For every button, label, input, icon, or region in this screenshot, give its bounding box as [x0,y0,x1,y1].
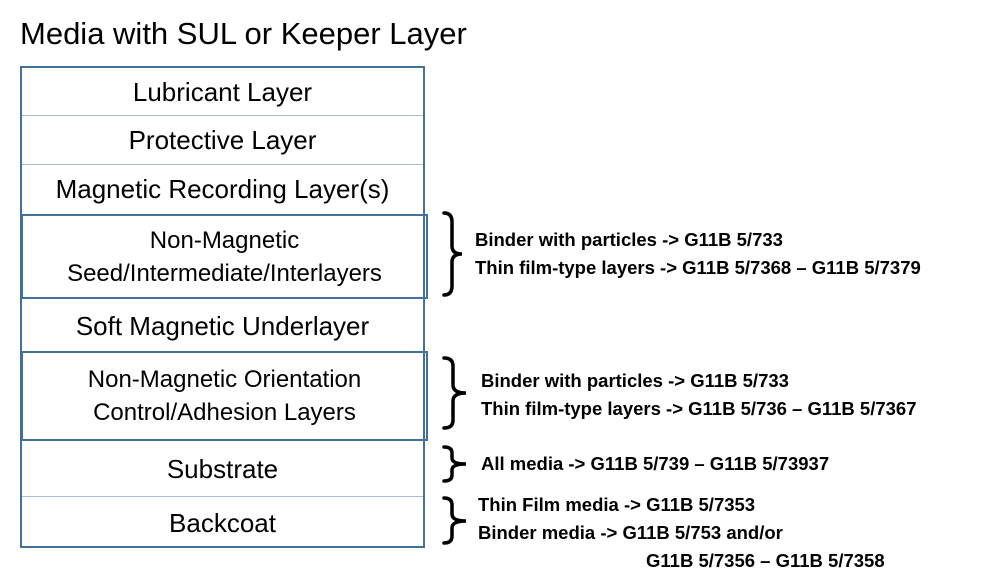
brace-icon [440,210,474,298]
annotation-line: G11B 5/7356 – G11B 5/7358 [478,547,885,575]
layer-label: Backcoat [169,507,276,539]
annotation-substrate: All media -> G11B 5/739 – G11B 5/73937 [481,450,829,478]
brace-icon [440,495,480,547]
layer-label: Substrate [167,453,278,485]
layer-label-line-1: Non-Magnetic [150,224,299,257]
annotation-line: All media -> G11B 5/739 – G11B 5/73937 [481,450,829,478]
layer-stack: Lubricant Layer Protective Layer Magneti… [20,66,425,548]
layer-label-line-2: Control/Adhesion Layers [93,396,356,429]
layer-soft-magnetic-underlayer: Soft Magnetic Underlayer [22,301,423,350]
layer-orientation-control: Non-Magnetic Orientation Control/Adhesio… [21,351,428,441]
layer-label: Lubricant Layer [133,76,312,108]
layer-label: Protective Layer [129,124,317,156]
layer-magnetic-recording: Magnetic Recording Layer(s) [22,164,423,213]
layer-label-line-1: Non-Magnetic Orientation [88,363,361,396]
layer-label: Magnetic Recording Layer(s) [56,173,390,205]
annotation-seed-layers: Binder with particles -> G11B 5/733 Thin… [475,226,921,282]
layer-protective: Protective Layer [22,115,423,164]
annotation-backcoat: Thin Film media -> G11B 5/7353 Binder me… [478,491,885,575]
annotation-orientation-layers: Binder with particles -> G11B 5/733 Thin… [481,367,917,423]
annotation-line: Binder with particles -> G11B 5/733 [475,226,921,254]
layer-label: Soft Magnetic Underlayer [76,310,369,342]
layer-label-line-2: Seed/Intermediate/Interlayers [67,257,382,290]
annotation-line: Thin film-type layers -> G11B 5/736 – G1… [481,395,917,423]
diagram-title: Media with SUL or Keeper Layer [20,14,467,54]
annotation-line: Binder with particles -> G11B 5/733 [481,367,917,395]
layer-substrate: Substrate [22,441,423,496]
brace-icon [440,355,480,431]
layer-lubricant: Lubricant Layer [22,68,423,115]
annotation-line: Thin film-type layers -> G11B 5/7368 – G… [475,254,921,282]
annotation-line: Thin Film media -> G11B 5/7353 [478,491,885,519]
layer-non-magnetic-seed: Non-Magnetic Seed/Intermediate/Interlaye… [21,214,428,299]
annotation-line: Binder media -> G11B 5/753 and/or [478,519,885,547]
brace-icon [440,444,480,484]
layer-backcoat: Backcoat [22,496,423,548]
